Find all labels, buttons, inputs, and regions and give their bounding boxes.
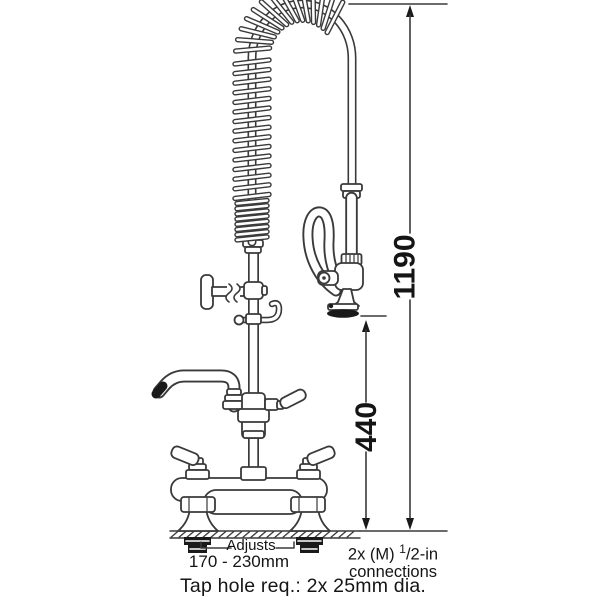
dimension-1190 <box>348 3 448 530</box>
supply-shanks <box>184 537 323 553</box>
adjusts-range: 170 - 230mm <box>188 552 290 571</box>
faucet-handle <box>279 388 307 410</box>
arrowhead-down <box>362 518 370 530</box>
connections-note: 2x (M) 1/2-in connections <box>333 541 453 582</box>
bonnet-left <box>185 469 210 480</box>
hose-hook <box>233 299 283 326</box>
arrowhead-up <box>362 320 370 332</box>
mounting-foot-left <box>177 507 219 532</box>
spray-valve-body <box>334 262 364 291</box>
spray-cone <box>332 288 360 307</box>
add-on-faucet <box>151 369 307 439</box>
adjusts-leader <box>200 541 295 549</box>
coupling-right <box>290 496 326 513</box>
base-mixer <box>170 445 336 532</box>
base-handle-right <box>306 445 336 466</box>
spray-face <box>327 309 359 318</box>
base-handle-left <box>170 445 200 466</box>
connections-line2: connections <box>348 563 438 581</box>
arrowhead-down <box>406 518 414 530</box>
spout-aerator <box>151 381 168 399</box>
mounting-foot-right <box>289 507 331 532</box>
riser-pipe <box>242 239 264 484</box>
break-symbol <box>225 283 233 303</box>
bracket-clamp <box>243 281 264 300</box>
spring-hose-assembly <box>232 0 357 247</box>
wall-bracket <box>200 274 268 310</box>
hose-fitting <box>340 183 363 192</box>
connections-line1: 2x (M) 1/2-in <box>347 542 439 564</box>
spring-coil <box>232 0 346 243</box>
base-casting <box>203 489 303 515</box>
bonnet-right <box>296 469 321 480</box>
arrowhead-up <box>406 5 414 17</box>
dimension-440 <box>360 315 387 530</box>
tap-hole-note: Tap hole req.: 2x 25mm dia. <box>179 575 427 597</box>
faucet-bonnet <box>264 398 279 411</box>
dim-1190-label: 1190 <box>389 234 422 299</box>
riser-hub <box>240 466 267 481</box>
coupling-left <box>180 496 216 513</box>
dim-440-label: 440 <box>350 402 383 452</box>
adjusts-label: Adjusts <box>226 537 276 554</box>
hook-clamp <box>245 313 262 325</box>
pre-rinse-spray-valve <box>302 183 364 318</box>
deck-hatch-pattern <box>170 531 355 538</box>
